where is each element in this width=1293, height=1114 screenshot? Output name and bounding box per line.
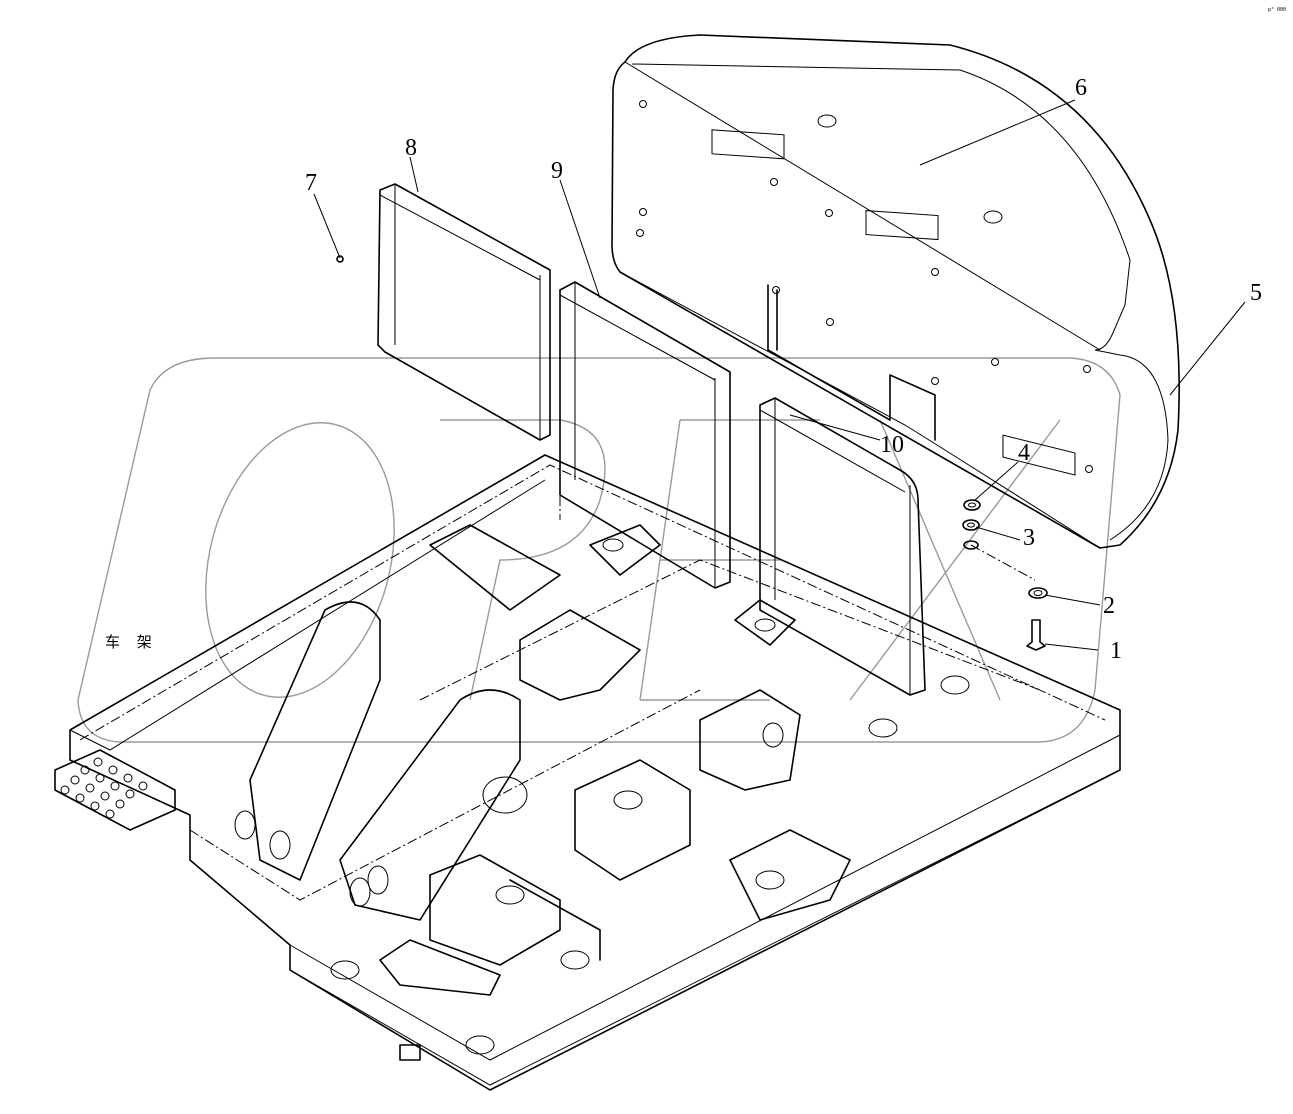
corner-note: p⁰ 000 <box>1268 7 1286 13</box>
callout-labels: 1 2 3 4 5 6 7 8 9 10 <box>305 75 1262 664</box>
callout-2: 2 <box>1103 593 1115 619</box>
counterweight <box>611 34 1180 549</box>
callout-3: 3 <box>1023 525 1035 551</box>
frame-label: 车 架 <box>105 633 158 651</box>
plate-8 <box>377 183 551 441</box>
watermark <box>77 357 1121 743</box>
bolt-hardware <box>962 499 1048 651</box>
leader-lines <box>313 99 1246 651</box>
callout-5: 5 <box>1250 280 1262 306</box>
callout-10: 10 <box>880 432 904 458</box>
callout-1: 1 <box>1110 638 1122 664</box>
plate-10 <box>759 397 926 696</box>
plate-9 <box>559 281 731 589</box>
callout-4: 4 <box>1018 440 1030 466</box>
callout-7: 7 <box>305 170 317 196</box>
screw-7 <box>336 255 344 263</box>
callout-6: 6 <box>1075 75 1087 101</box>
callout-8: 8 <box>405 135 417 161</box>
upper-frame <box>54 454 1121 1091</box>
callout-9: 9 <box>551 158 563 184</box>
